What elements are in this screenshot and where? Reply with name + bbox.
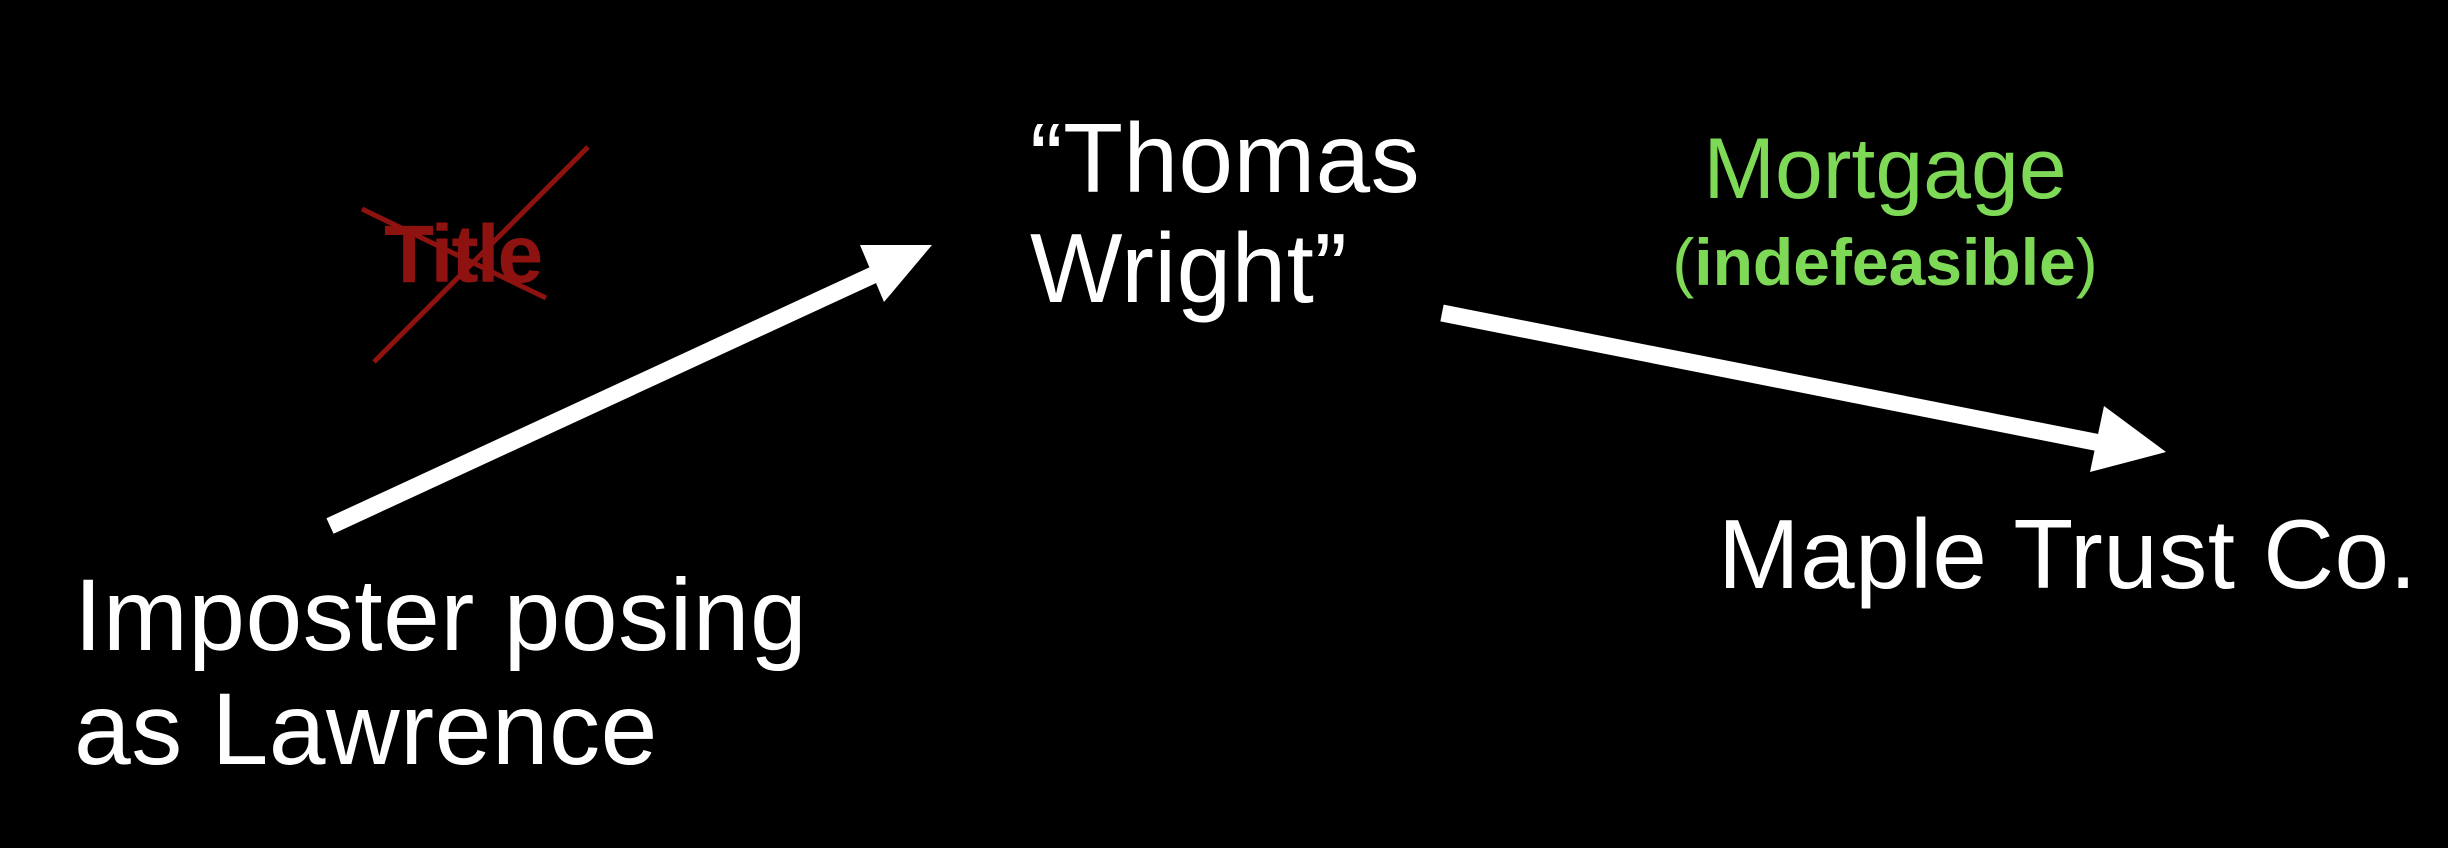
node-thomas-wright-line2: Wright”: [1030, 212, 1348, 323]
arrow-icon-imposter-to-thomas: [326, 245, 932, 534]
title-label-crossed-out: Title: [384, 209, 543, 300]
indefeasible-label: (indefeasible): [1540, 226, 2230, 299]
node-thomas-wright-line1: “Thomas: [1030, 103, 1421, 213]
mortgage-label: Mortgage: [1703, 121, 2067, 217]
x-mark-icon: [360, 145, 590, 364]
node-imposter: Imposter posing as Lawrence: [74, 558, 807, 786]
arrow-icon-thomas-to-maple: [1440, 304, 2166, 472]
node-imposter-line1: Imposter posing: [74, 558, 808, 672]
indefeasible-word: indefeasible: [1694, 225, 2076, 299]
node-maple-trust: Maple Trust Co.: [1718, 499, 2418, 609]
indefeasible-close-paren: ): [2075, 225, 2098, 299]
node-imposter-line2: as Lawrence: [74, 672, 658, 787]
indefeasible-open-paren: (: [1672, 225, 1695, 299]
node-thomas-wright: “Thomas Wright”: [1030, 103, 1421, 324]
